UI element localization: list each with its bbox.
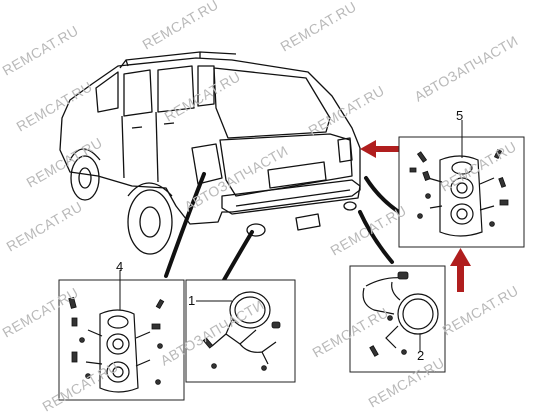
panel-5: 5: [398, 108, 525, 248]
leader-panel-2: [358, 210, 394, 264]
leader-panel-4: [164, 172, 206, 278]
panel-2: 2: [349, 265, 446, 373]
watermark-remcat-2: REMCAT.RU: [140, 0, 222, 53]
callout-2: 2: [417, 348, 424, 363]
vehicle-illustration: [59, 51, 361, 255]
callout-1: 1: [188, 293, 195, 308]
panel-4: 4: [58, 259, 185, 401]
watermark-remcat-9: REMCAT.RU: [4, 198, 86, 254]
callout-5: 5: [456, 108, 463, 123]
watermark-remcat-6: REMCAT.RU: [306, 82, 388, 138]
panel-1: 1: [185, 279, 296, 383]
watermark-remcat-1: REMCAT.RU: [0, 22, 81, 78]
watermark-cyrillic-1: АВТОЗАПЧАСТИ: [412, 32, 521, 104]
watermark-remcat-5: REMCAT.RU: [162, 68, 244, 124]
callout-4: 4: [116, 259, 123, 274]
watermark-cyrillic-2: АВТОЗАПЧАСТИ: [182, 142, 291, 214]
watermark-remcat-7: REMCAT.RU: [24, 134, 106, 190]
red-arrows: [360, 140, 471, 292]
leader-panel-5: [364, 176, 404, 216]
arrow-up-to-panel-5: [450, 248, 471, 292]
watermark-remcat-4: REMCAT.RU: [14, 78, 96, 134]
arrow-left-to-vehicle: [360, 140, 406, 158]
watermark-remcat-13: REMCAT.RU: [440, 282, 522, 338]
watermark-remcat-10: REMCAT.RU: [328, 202, 410, 258]
leader-lines: [164, 172, 404, 282]
watermark-remcat-3: REMCAT.RU: [278, 0, 360, 55]
leader-panel-1: [222, 230, 254, 282]
